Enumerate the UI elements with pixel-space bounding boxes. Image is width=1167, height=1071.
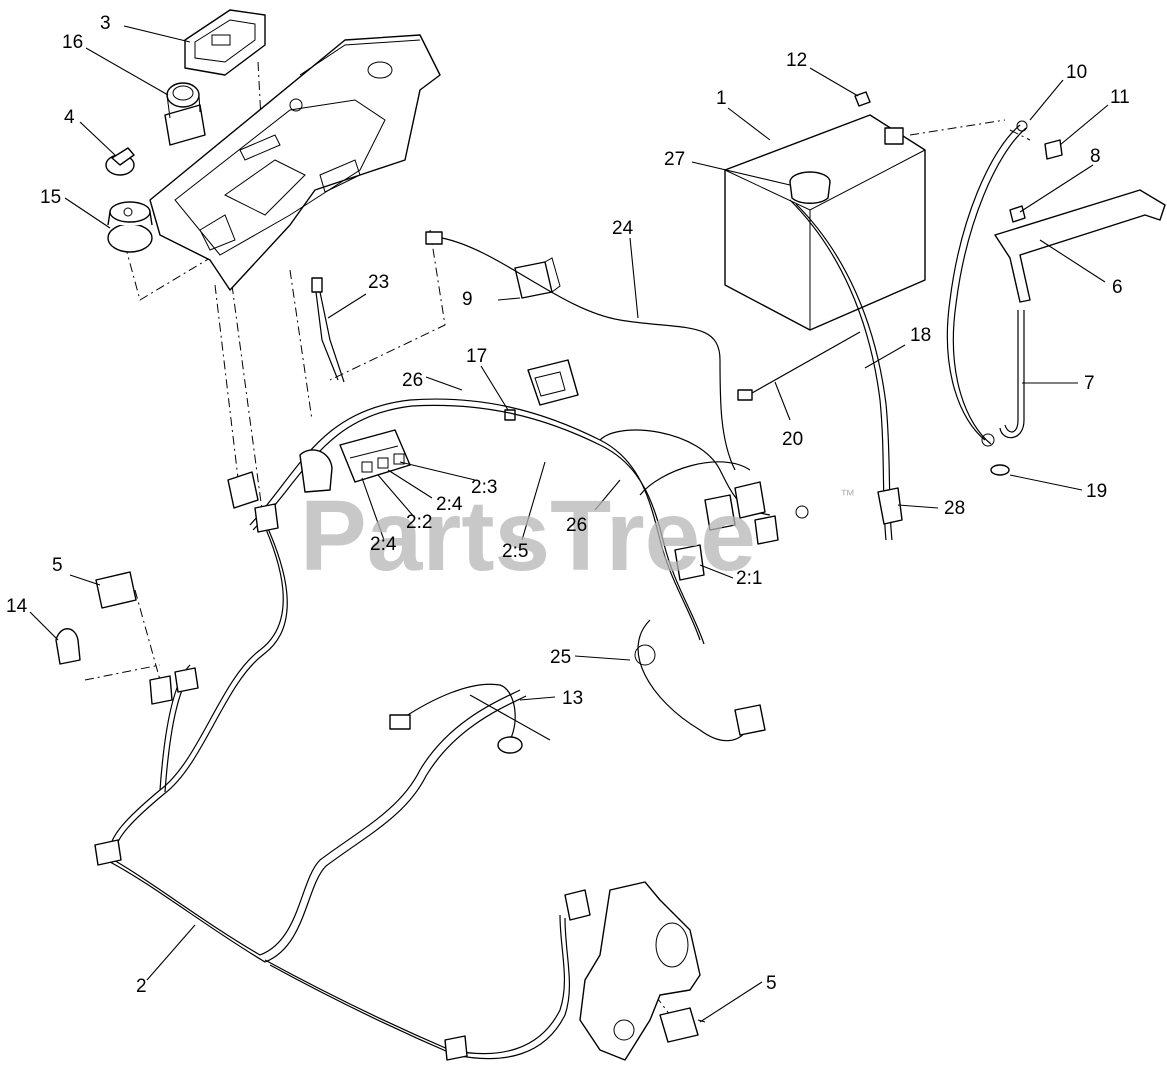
callout-2: 2 xyxy=(136,976,147,997)
callout-16: 16 xyxy=(62,32,83,53)
callout-13: 13 xyxy=(562,688,583,709)
cable-tie xyxy=(737,331,861,401)
callout-2-4-a: 2:4 xyxy=(436,494,463,515)
wire-lead xyxy=(425,231,736,471)
callout-24: 24 xyxy=(612,218,634,239)
fuse xyxy=(504,409,516,421)
ignition-switch xyxy=(107,201,153,253)
main-wire-harness xyxy=(104,398,771,1060)
jumper-wire xyxy=(311,277,345,383)
battery-bolt xyxy=(1044,139,1063,160)
callout-8: 8 xyxy=(1090,146,1101,167)
callout-18: 18 xyxy=(910,325,931,346)
callout-15: 15 xyxy=(40,187,61,208)
battery xyxy=(724,114,926,331)
callout-3: 3 xyxy=(100,13,111,34)
callout-26-b: 26 xyxy=(566,515,587,536)
lower-bracket xyxy=(579,881,706,1061)
callout-2-1: 2:1 xyxy=(736,568,762,589)
callout-9: 9 xyxy=(462,289,473,310)
callout-5-b: 5 xyxy=(766,973,777,994)
watermark: PartsTree ™ xyxy=(300,480,855,592)
callout-23: 23 xyxy=(368,272,389,293)
left-relay-and-diode xyxy=(55,571,137,665)
callout-6: 6 xyxy=(1112,277,1123,298)
positive-cable xyxy=(946,120,1028,447)
ignition-key xyxy=(105,147,135,176)
leader-lines xyxy=(29,25,1109,1023)
callout-4: 4 xyxy=(64,107,75,128)
callout-26-a: 26 xyxy=(402,370,423,391)
callout-25: 25 xyxy=(550,647,571,668)
pto-switch xyxy=(164,82,206,146)
hour-meter xyxy=(184,9,266,76)
callout-19: 19 xyxy=(1086,481,1107,502)
harness-connectors xyxy=(94,429,809,1061)
washer xyxy=(990,464,1010,476)
callout-2-3: 2:3 xyxy=(471,477,497,498)
callout-11: 11 xyxy=(1110,87,1130,108)
relay-socket xyxy=(527,359,579,406)
watermark-trademark: ™ xyxy=(840,487,855,504)
callout-14: 14 xyxy=(6,596,28,617)
callout-20: 20 xyxy=(782,429,803,450)
callout-1: 1 xyxy=(716,88,727,109)
callout-10: 10 xyxy=(1066,62,1087,83)
watermark-text: PartsTree xyxy=(300,480,756,592)
callout-17: 17 xyxy=(466,346,487,367)
negative-cable xyxy=(789,199,903,541)
hold-down-bracket xyxy=(994,189,1166,303)
callout-2-2: 2:2 xyxy=(406,512,432,533)
console-panel xyxy=(149,34,441,291)
battery-nut xyxy=(854,91,871,107)
wing-nut xyxy=(1009,205,1026,223)
callout-labels: 1 2 2:1 2:2 2:3 2:4 2:4 2:5 3 4 5 5 6 7 … xyxy=(6,13,1130,997)
callout-2-5: 2:5 xyxy=(502,541,528,562)
seat-switch-harness xyxy=(389,683,551,754)
callout-2-4-b: 2:4 xyxy=(370,534,397,555)
callout-28: 28 xyxy=(944,498,965,519)
callout-5-a: 5 xyxy=(52,555,63,576)
callout-12: 12 xyxy=(786,50,807,71)
callout-7: 7 xyxy=(1084,373,1095,394)
callout-27: 27 xyxy=(664,149,685,170)
j-bolt xyxy=(999,310,1025,439)
relay xyxy=(514,257,561,299)
